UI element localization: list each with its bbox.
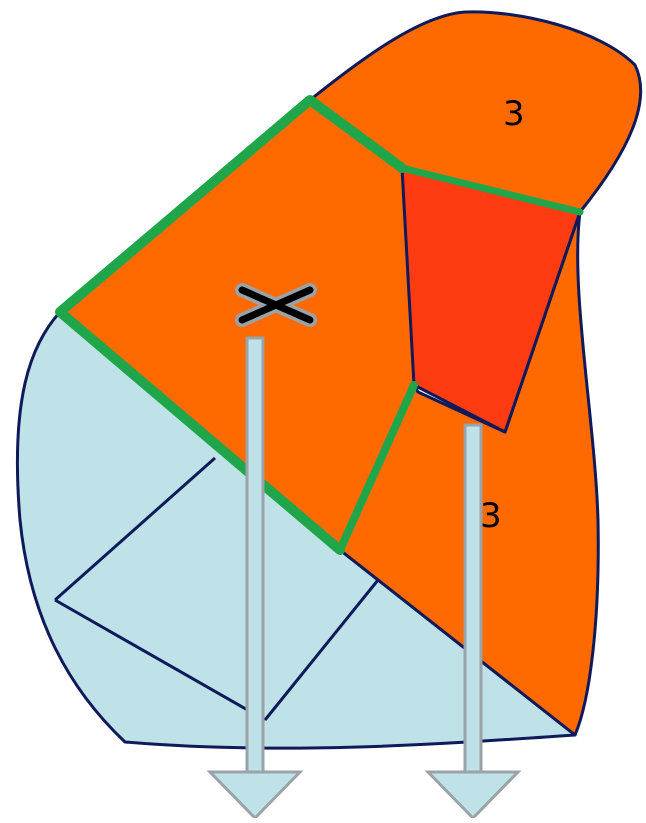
- region-label-right-lower: 3: [480, 496, 502, 536]
- region-label-top-right: 3: [503, 94, 525, 134]
